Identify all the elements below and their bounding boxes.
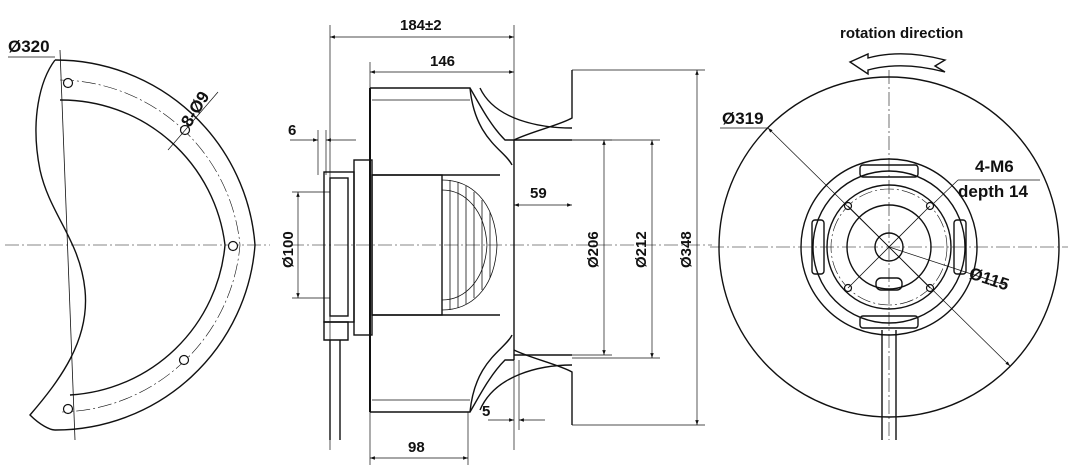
bolt-circle-label: Ø115 <box>967 264 1012 295</box>
inlet-ring-bottom <box>513 349 573 425</box>
rotation-label: rotation direction <box>840 25 963 42</box>
inlet-ring-top-inner <box>479 87 573 129</box>
holes-leader <box>167 91 219 151</box>
overall-length-label: 184±2 <box>400 17 442 34</box>
holes-label: 8-Ø9 <box>177 88 213 130</box>
depth-label: depth 14 <box>958 182 1028 201</box>
front-view: rotation direction <box>710 25 1068 440</box>
side-view: 184±2 146 6 Ø100 <box>280 17 712 465</box>
d348-label: Ø348 <box>678 231 695 268</box>
impeller-bottom-curve <box>469 334 513 413</box>
impeller-bottom <box>370 359 514 413</box>
inlet-ring-bottom-inner <box>479 364 573 411</box>
cable <box>329 340 341 440</box>
bolt-hole <box>227 240 239 252</box>
left-view: 8-Ø9 Ø320 <box>5 37 270 441</box>
motor-diameter-label: Ø100 <box>280 231 297 268</box>
ring-thickness-label: 5 <box>482 403 490 420</box>
motor-fins <box>441 179 498 311</box>
front-diameter-label: Ø319 <box>722 109 764 128</box>
left-diameter-line <box>59 49 76 441</box>
inlet-depth-label: 59 <box>530 185 547 202</box>
bolt-circle <box>59 79 241 413</box>
inlet-ring-top <box>513 70 573 141</box>
flange-offset-label: 6 <box>288 122 296 139</box>
motor-flange <box>323 171 355 323</box>
ring-inner-arc <box>59 99 226 396</box>
impeller-top-curve <box>469 87 513 166</box>
bolt-hole <box>62 403 74 415</box>
cut-edge <box>29 59 87 431</box>
cable-gland <box>323 321 349 341</box>
d206-label: Ø206 <box>585 231 602 268</box>
rotation-arrow-icon <box>848 52 947 76</box>
impeller-top <box>370 87 514 141</box>
base-length-label: 98 <box>408 439 425 456</box>
d212-label: Ø212 <box>633 231 650 268</box>
thread-label: 4-M6 <box>975 157 1014 176</box>
motor-flange-inner <box>329 177 349 317</box>
bolt-circle-leader <box>888 246 1006 286</box>
bolt-hole <box>178 354 190 366</box>
diameter-label: Ø320 <box>8 37 50 56</box>
impeller-length-label: 146 <box>430 53 455 70</box>
bolt-hole <box>62 77 74 89</box>
thread-leader <box>933 179 959 204</box>
